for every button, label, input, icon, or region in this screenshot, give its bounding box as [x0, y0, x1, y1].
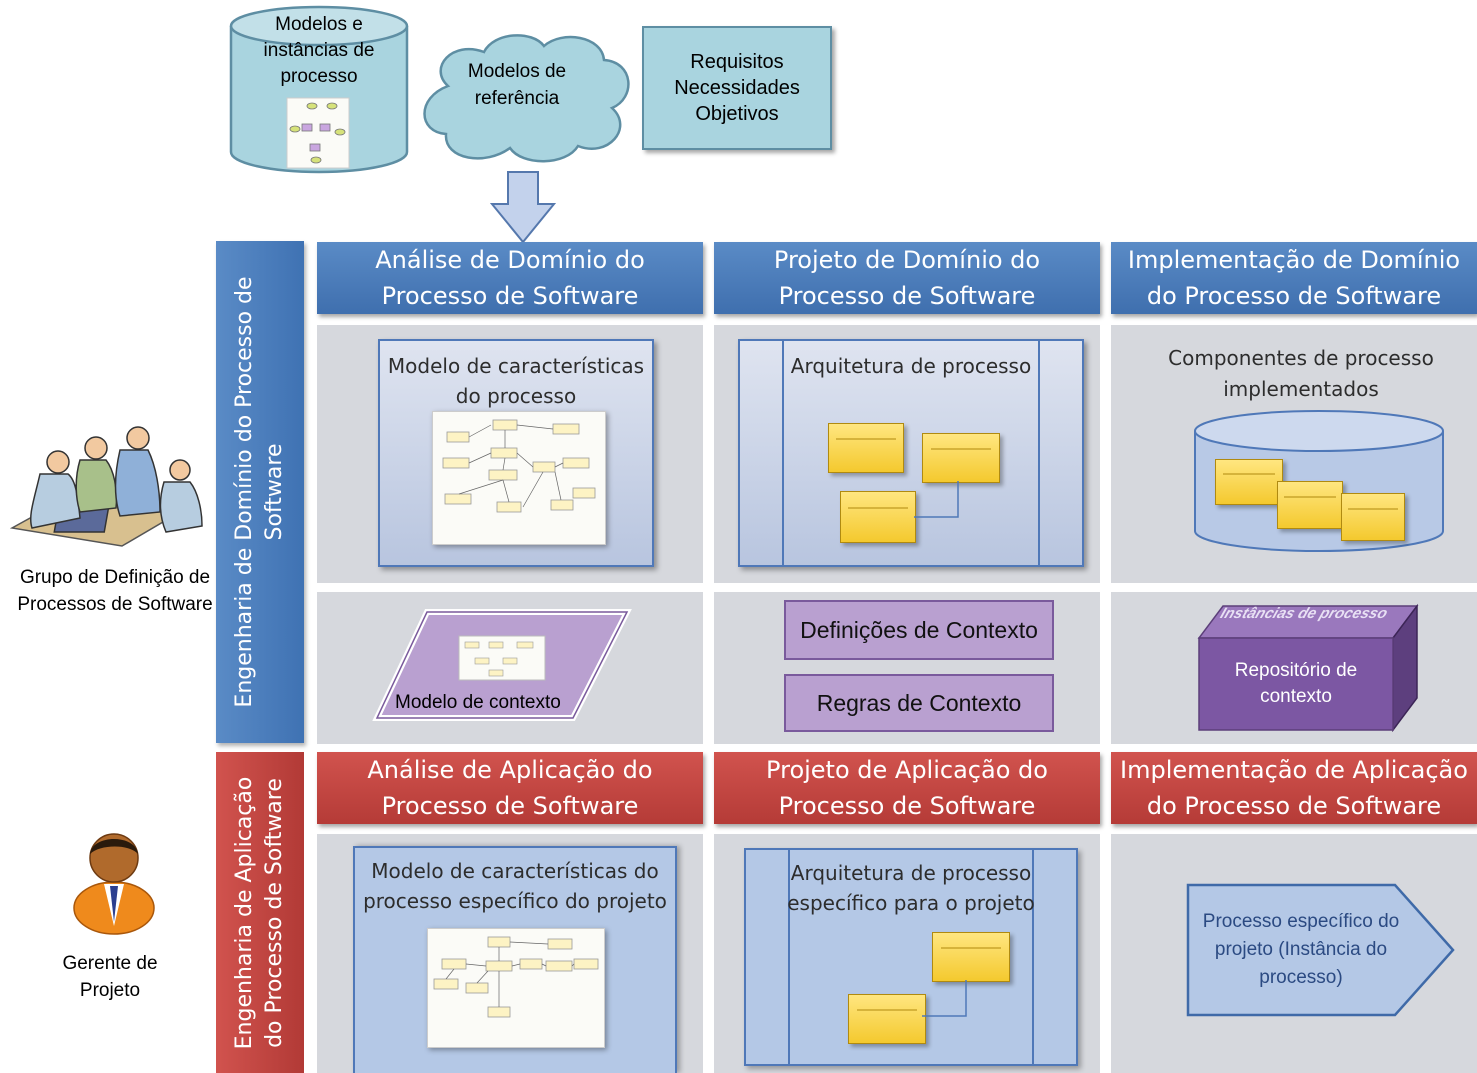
reference-models-cloud [423, 34, 630, 163]
header-app-design: Projeto de Aplicação do Processo de Soft… [714, 752, 1100, 824]
specific-feature-model-label: Modelo de características do processo es… [363, 859, 667, 913]
requirements-label: Requisitos [690, 51, 784, 73]
specific-process-label: Processo específico do projeto (Instânci… [1202, 911, 1400, 988]
application-engineering-label: Engenharia de Aplicação do Processo de S… [230, 776, 290, 1049]
header-domain-design: Projeto de Domínio do Processo de Softwa… [714, 242, 1100, 314]
header-app-analysis-line1: Análise de Aplicação do [367, 756, 653, 784]
feature-model-panel: Modelo de características do processo [378, 339, 654, 567]
header-domain-design-line2: Processo de Software [778, 282, 1036, 310]
project-manager-label: Gerente de Projeto [62, 953, 158, 1001]
process-instances-label: Instâncias de processo [1217, 605, 1391, 622]
process-component-icon [1215, 459, 1283, 505]
context-definitions-box: Definições de Contexto [784, 600, 1054, 660]
specific-architecture-panel: Arquitetura de processo específico para … [744, 848, 1078, 1066]
application-engineering-label-line1: Engenharia de Aplicação [232, 776, 257, 1049]
architecture-panel: Arquitetura de processo [738, 339, 1084, 567]
header-app-design-line1: Projeto de Aplicação do [766, 756, 1048, 784]
cell-domain-design-context: Definições de Contexto Regras de Context… [714, 592, 1100, 744]
process-component-icon [828, 423, 904, 473]
process-models-label: Modelos e instâncias de processo [263, 14, 375, 87]
needs-label: Necessidades [674, 77, 800, 99]
cell-app-analysis: Modelo de características do processo es… [317, 834, 703, 1073]
context-repository-cube [1197, 603, 1419, 732]
header-app-impl: Implementação de Aplicação do Processo d… [1111, 752, 1477, 824]
feature-model-label: Modelo de características do processo [387, 354, 645, 408]
cell-domain-design-architecture: Arquitetura de processo [714, 325, 1100, 583]
process-component-icon [848, 994, 926, 1044]
process-models-database [229, 5, 409, 174]
process-component-icon [922, 433, 1000, 483]
reference-models-label: Modelos de referência [467, 61, 567, 109]
team-meeting-icon [10, 426, 203, 547]
header-app-analysis-line2: Processo de Software [381, 792, 639, 820]
input-arrow-icon [490, 171, 556, 244]
context-model-parallelogram [372, 609, 632, 721]
cell-domain-analysis-models: Modelo de características do processo [317, 325, 703, 583]
feature-model-diagram [432, 411, 606, 545]
header-app-design-line2: Processo de Software [778, 792, 1036, 820]
domain-engineering-label: Engenharia de Domínio do Processo de Sof… [232, 276, 287, 708]
header-domain-impl: Implementação de Domínio do Processo de … [1111, 242, 1477, 314]
domain-engineering-row: Engenharia de Domínio do Processo de Sof… [216, 241, 304, 743]
header-domain-analysis-line2: Processo de Software [381, 282, 639, 310]
specific-feature-model-diagram [427, 928, 605, 1048]
components-label: Componentes de processo implementados [1168, 346, 1434, 401]
cell-app-design: Arquitetura de processo específico para … [714, 834, 1100, 1073]
application-engineering-row: Engenharia de Aplicação do Processo de S… [216, 752, 304, 1073]
header-domain-analysis: Análise de Domínio do Processo de Softwa… [317, 242, 703, 314]
header-domain-design-line1: Projeto de Domínio do [773, 246, 1041, 274]
header-domain-impl-line1: Implementação de Domínio [1127, 246, 1461, 274]
process-component-icon [840, 491, 916, 543]
process-component-icon [1277, 481, 1343, 529]
specific-process-pentagon [1186, 883, 1455, 1017]
objectives-label: Objetivos [695, 103, 779, 125]
context-repository-label: Repositório de contexto [1234, 660, 1358, 707]
header-domain-impl-line2: do Processo de Software [1146, 282, 1442, 310]
specific-architecture-label: Arquitetura de processo específico para … [787, 861, 1035, 915]
context-model-label: Modelo de contexto [395, 692, 561, 713]
context-rules-box: Regras de Contexto [784, 674, 1054, 732]
cell-app-impl: Processo específico do projeto (Instânci… [1111, 834, 1477, 1073]
header-app-impl-line2: do Processo de Software [1146, 792, 1442, 820]
process-component-icon [1341, 493, 1405, 541]
header-domain-analysis-line1: Análise de Domínio do [375, 246, 645, 274]
specific-feature-model-panel: Modelo de características do processo es… [353, 846, 677, 1073]
requirements-box: Requisitos Necessidades Objetivos [642, 26, 832, 150]
header-app-analysis: Análise de Aplicação do Processo de Soft… [317, 752, 703, 824]
architecture-label: Arquitetura de processo [790, 354, 1032, 378]
process-component-icon [932, 932, 1010, 982]
cell-domain-impl-components: Componentes de processo implementados [1111, 325, 1477, 583]
header-app-impl-line1: Implementação de Aplicação [1120, 756, 1468, 784]
project-manager-icon [73, 833, 155, 935]
cell-domain-impl-repository: Instâncias de processo Repositório de co… [1111, 592, 1477, 744]
application-engineering-label-line2: do Processo de Software [262, 777, 287, 1048]
cell-domain-analysis-context: Modelo de contexto [317, 592, 703, 744]
process-group-label: Grupo de Definição de Processos de Softw… [17, 567, 213, 615]
